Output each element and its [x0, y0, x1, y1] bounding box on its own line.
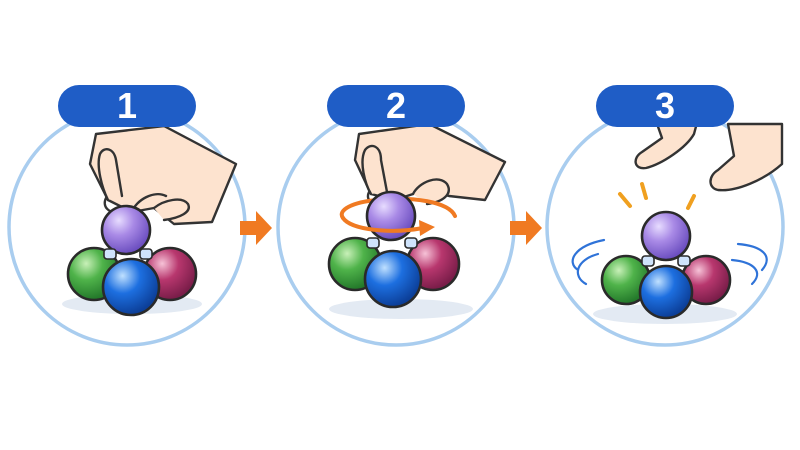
arrow-right-icon	[510, 211, 542, 245]
sphere-blue	[101, 257, 161, 317]
sphere-top	[365, 190, 417, 242]
rotate-arrowhead	[419, 220, 435, 236]
arrow-right-icon	[240, 211, 272, 245]
motion-lines-icon	[571, 238, 768, 286]
step-1-panel: 1	[4, 85, 250, 350]
sphere-cluster	[66, 204, 198, 317]
step-3-badge: 3	[596, 85, 734, 127]
sphere-blue	[363, 249, 423, 309]
step-2-scene	[276, 107, 516, 347]
rotate-arrow-front	[341, 216, 425, 233]
hand-icon	[353, 122, 507, 207]
step-1-badge: 1	[58, 85, 196, 127]
sphere-cluster	[600, 210, 732, 320]
connector-nubs	[103, 248, 153, 260]
sphere-blue	[638, 264, 694, 320]
hand-icon	[88, 124, 238, 226]
sphere-top	[100, 204, 152, 256]
step-1-scene	[7, 107, 247, 347]
sphere-top	[640, 210, 692, 262]
shadow	[329, 299, 473, 319]
step-3-scene	[545, 102, 785, 347]
pop-lines-icon	[618, 182, 696, 210]
step-2-panel: 2	[273, 85, 519, 350]
connector-nubs	[366, 237, 418, 249]
step-2-badge: 2	[327, 85, 465, 127]
connector-nubs	[641, 255, 691, 267]
step-3-panel: 3	[542, 85, 788, 350]
sphere-cluster	[327, 190, 461, 309]
